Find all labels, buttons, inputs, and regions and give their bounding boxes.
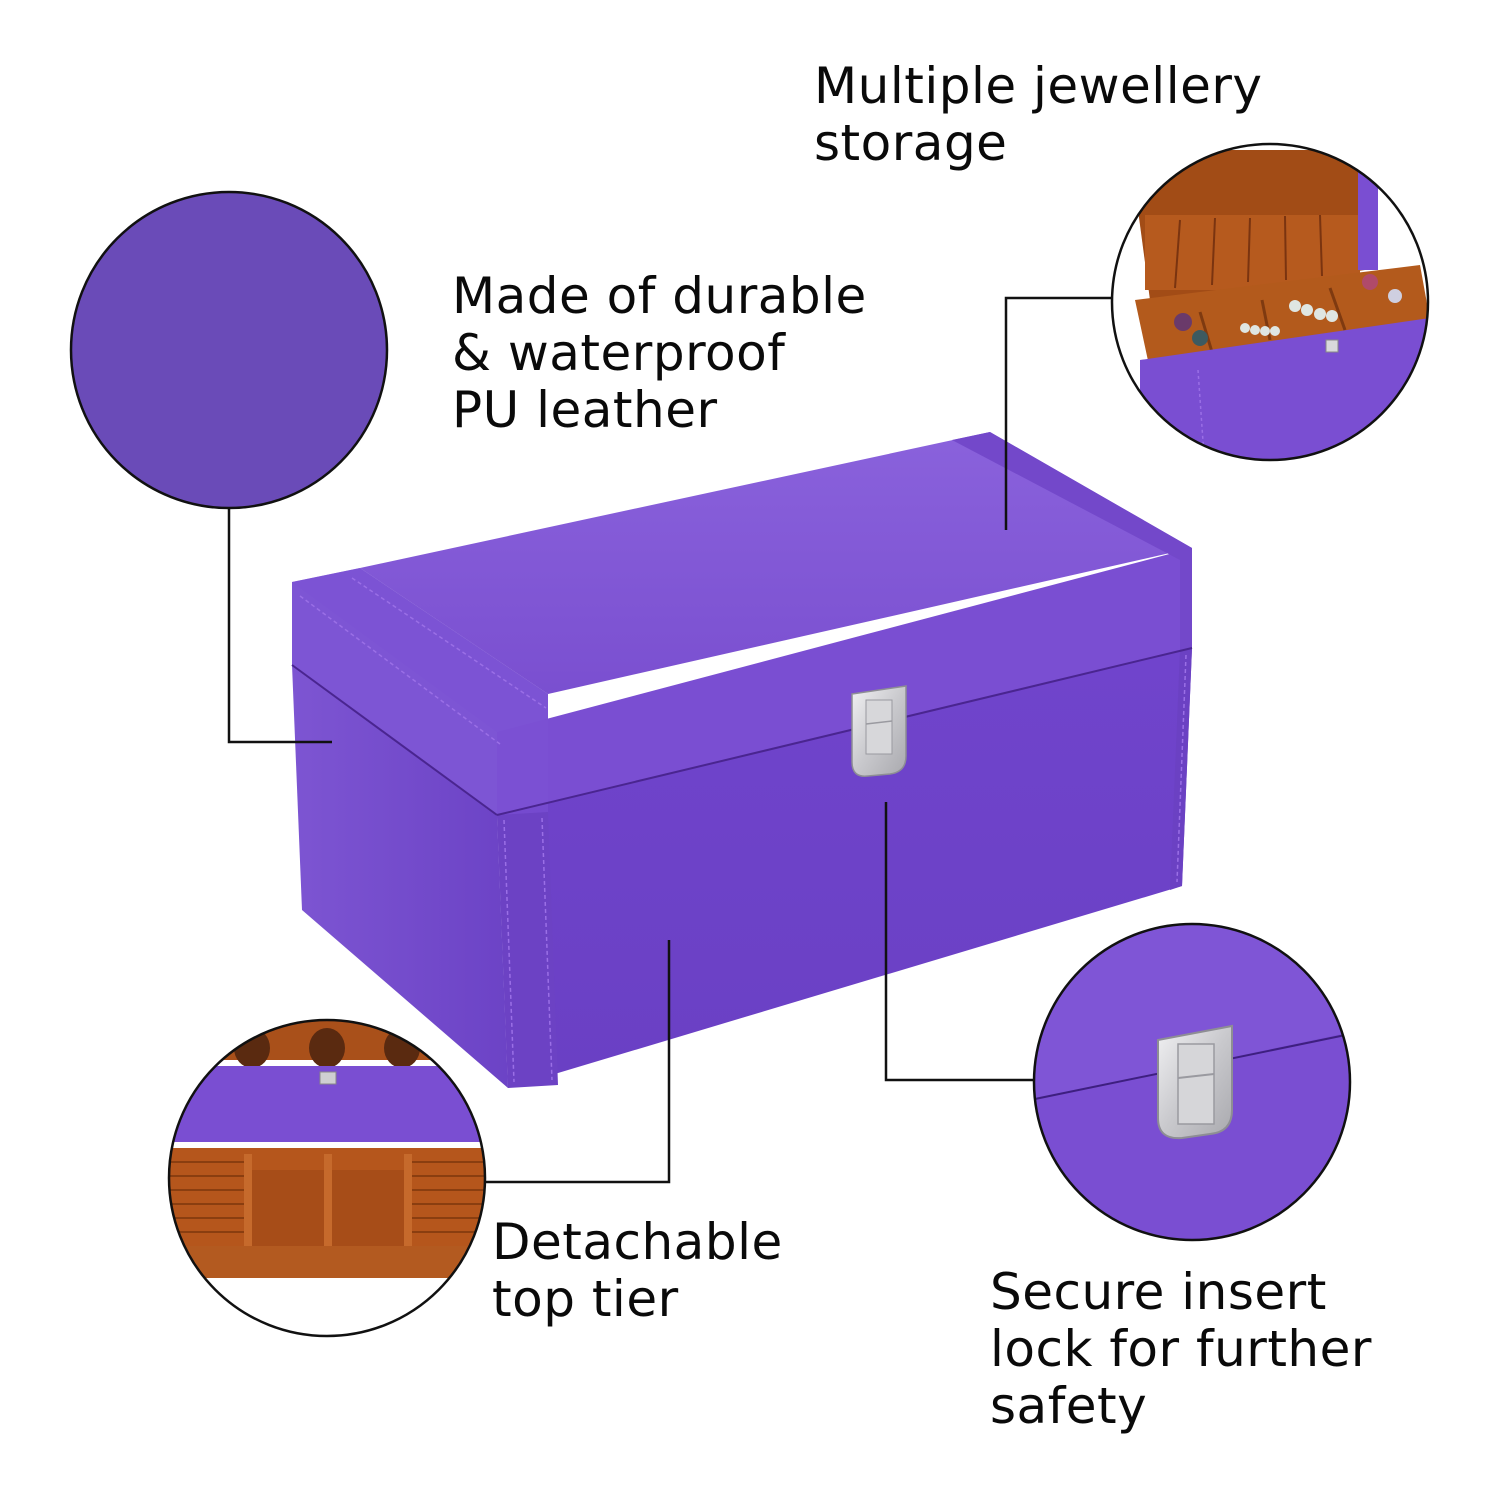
callout-label-detachable-tier: Detachable top tier [492,1214,783,1328]
label-line: & waterproof [452,324,786,382]
stitching [299,577,1187,1083]
label-line: Secure insert [990,1263,1327,1321]
label-line: Detachable [492,1213,783,1271]
callout-label-multiple-storage: Multiple jewellery storage [814,58,1263,172]
label-line: safety [990,1377,1148,1435]
clasp-icon [851,685,907,777]
inset-detachable-tier [167,1018,487,1338]
inset-multiple-storage [1110,142,1430,462]
lid-seam-side [291,664,498,816]
label-line: top tier [492,1270,679,1328]
lid-left-strap [292,568,548,815]
callout-line-material [227,508,332,744]
lid-side-face [292,568,548,815]
callout-line-storage [1004,296,1112,530]
callout-line-tier [485,940,671,1184]
label-line: storage [814,114,1008,172]
label-line: Multiple jewellery [814,57,1263,115]
box-side-face [292,665,508,1088]
inset-leather-swatch [69,190,389,510]
clasp-closeup-icon [1157,1024,1233,1140]
jewellery-box-main [291,432,1193,1088]
lid-front [497,548,1192,815]
box-front-face [497,648,1192,1088]
callout-lines [227,296,1112,1184]
inset-secure-lock [1032,922,1352,1242]
label-line: lock for further [990,1320,1372,1378]
callout-label-secure-lock: Secure insert lock for further safety [990,1264,1372,1435]
label-line: Made of durable [452,267,867,325]
label-line: PU leather [452,381,718,439]
callout-line-lock [884,802,1034,1082]
lid-top [360,432,1192,694]
lid-seam [496,647,1193,816]
callout-label-material: Made of durable & waterproof PU leather [452,268,867,439]
